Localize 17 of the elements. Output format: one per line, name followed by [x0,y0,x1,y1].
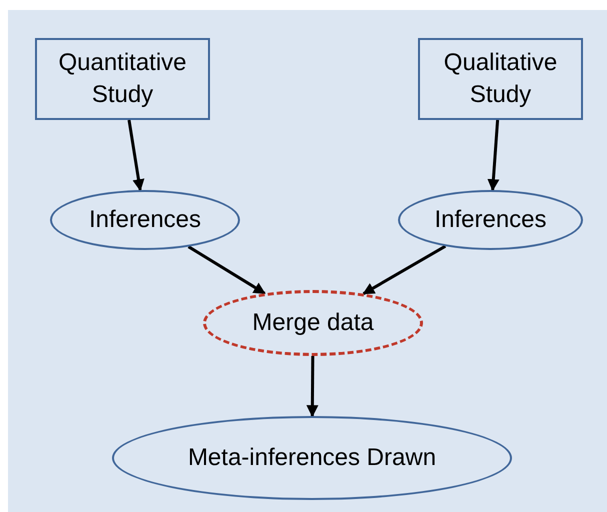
ellipse-node [398,190,583,250]
ellipse-node [50,190,240,250]
arrow [128,120,144,192]
dashed-ellipse-node [203,290,423,356]
process-box [418,38,583,120]
process-box [35,38,210,120]
node-label: Inferences [88,205,202,235]
node-label: Merge data [251,308,375,338]
node-label: Qualitative Study [442,48,558,110]
node-label: Inferences [433,205,548,235]
ellipse-node [112,416,512,500]
node-label: Quantitative Study [57,48,188,110]
arrow [487,120,500,192]
node-label: Meta-inferences Drawn [186,443,438,473]
arrow [306,356,318,418]
arrow [362,244,446,295]
arrow [188,245,266,295]
